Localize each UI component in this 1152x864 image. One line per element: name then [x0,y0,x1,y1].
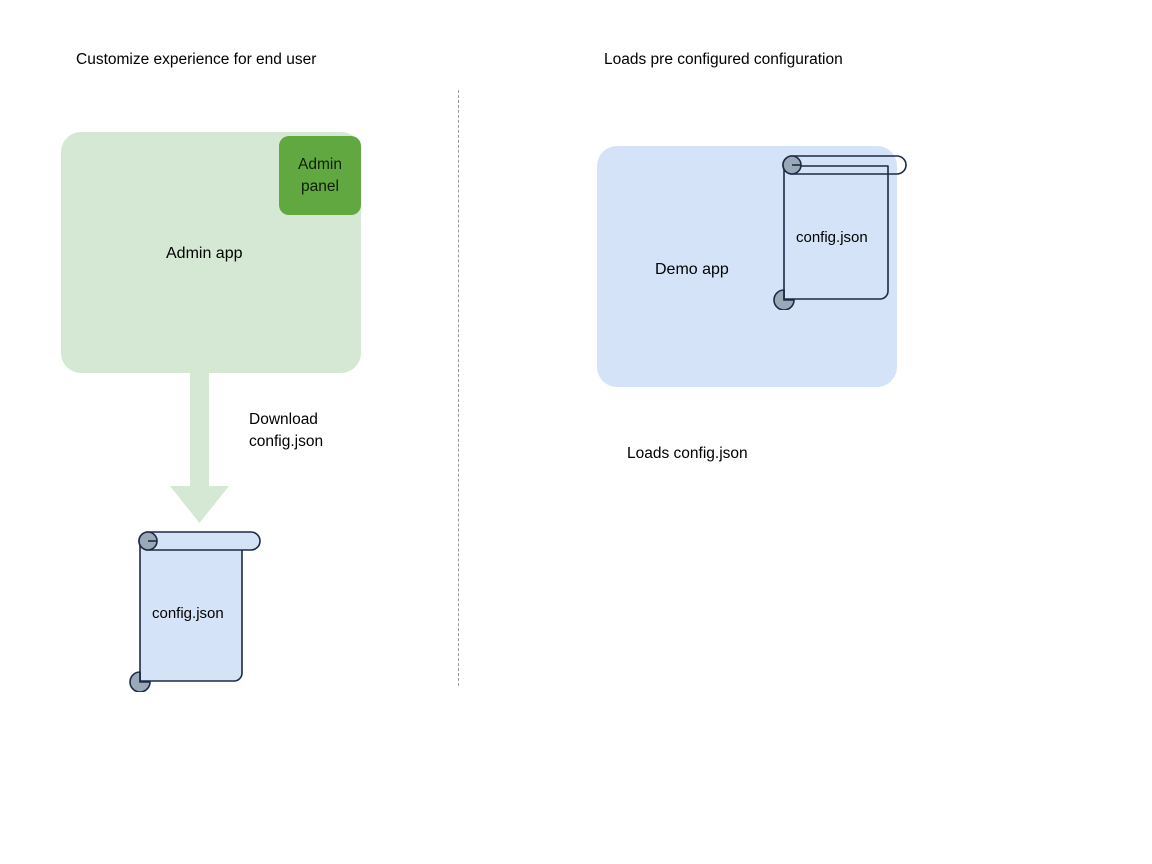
download-arrow-icon [170,368,229,523]
config-json-document-left[interactable] [118,526,268,692]
config-json-document-right[interactable] [770,150,916,310]
left-column-title: Customize experience for end user [76,51,317,68]
admin-app-label: Admin app [166,245,243,262]
admin-panel-label-line1: Admin [298,155,342,173]
column-divider [458,90,459,686]
admin-panel-label: Admin panel [298,154,342,198]
config-json-label-right: config.json [796,229,868,246]
config-json-label-left: config.json [152,605,224,622]
admin-panel-label-line2: panel [301,177,339,195]
download-arrow-label: Download config.json [249,409,429,453]
download-arrow-label-line2: config.json [249,433,324,450]
admin-panel-box[interactable]: Admin panel [279,136,361,215]
demo-app-label: Demo app [655,261,729,278]
right-column-title: Loads pre configured configuration [604,51,843,68]
loads-config-note: Loads config.json [627,445,748,462]
download-arrow-label-line1: Download [249,411,318,428]
demo-app-box[interactable] [597,146,897,387]
